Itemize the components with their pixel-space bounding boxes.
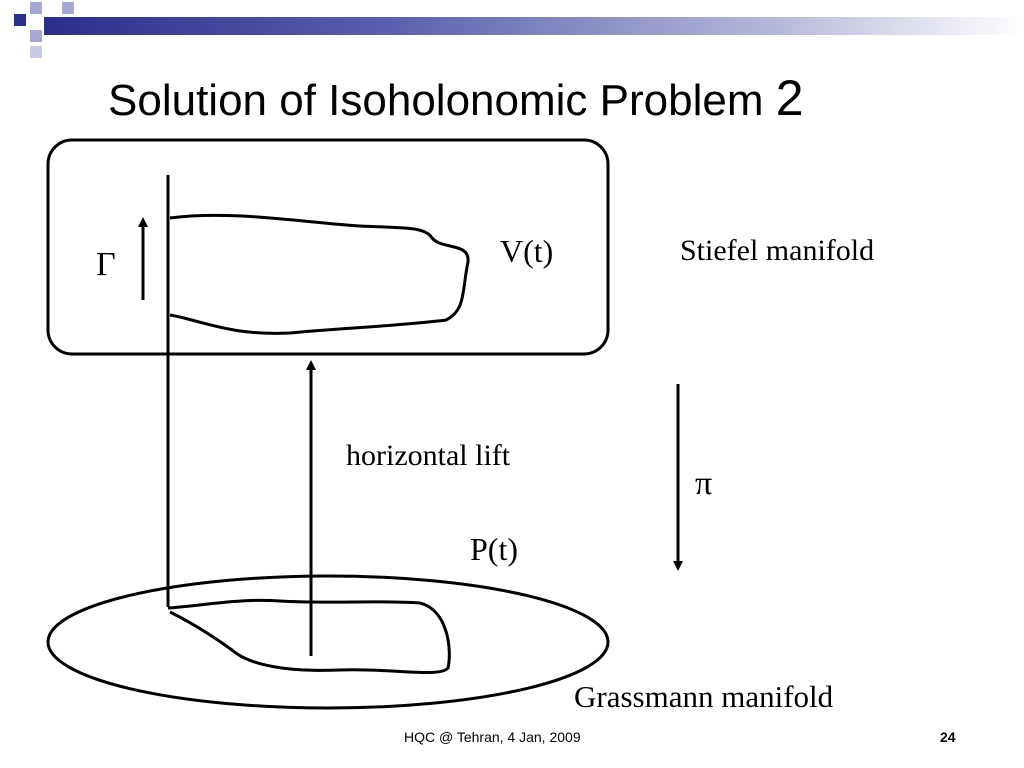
pi-label: π: [695, 465, 712, 502]
p-curve: [167, 598, 451, 675]
slide-title: Solution of Isoholonomic Problem 2: [108, 70, 804, 129]
corner-square-light-2: [30, 30, 42, 42]
footer-text: HQC @ Tehran, 4 Jan, 2009: [404, 729, 581, 745]
v-t-label: V(t): [500, 233, 553, 269]
page-number: 24: [940, 729, 956, 745]
stiefel-manifold-label: Stiefel manifold: [680, 234, 874, 267]
corner-square-light-1: [30, 2, 42, 14]
p-t-label: P(t): [470, 531, 518, 567]
gamma-label: Γ: [96, 246, 116, 283]
title-accent-bar: [44, 17, 1024, 35]
corner-square-dark-1: [14, 14, 26, 26]
corner-square-light-3: [62, 2, 74, 14]
horizontal-lift-label: horizontal lift: [346, 439, 511, 472]
slide-title-text: Solution of Isoholonomic Problem: [108, 76, 764, 125]
stiefel-manifold-box: [46, 138, 610, 356]
slide-title-number: 2: [775, 70, 804, 126]
v-curve: [169, 213, 470, 335]
corner-square-light-4: [30, 46, 42, 58]
grassmann-manifold-label: Grassmann manifold: [574, 679, 834, 714]
grassmann-manifold-ellipse: [46, 574, 610, 710]
